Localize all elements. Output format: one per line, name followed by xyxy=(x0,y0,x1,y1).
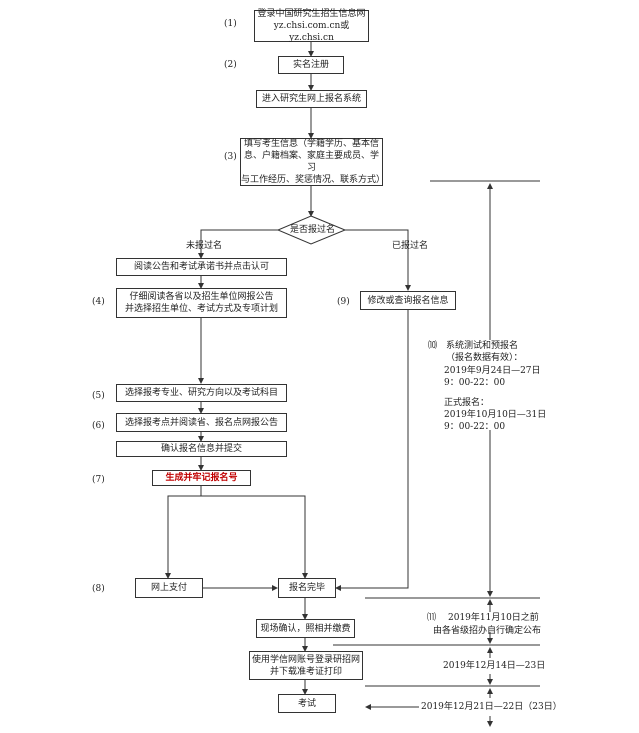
timeline-10-time1: 9：00-22：00 xyxy=(444,378,506,388)
login-box: 登录中国研究生招生信息网 yz.chsi.com.cn或yz.chsi.cn xyxy=(254,9,369,43)
step-number-5: (5) xyxy=(92,391,105,401)
select-unit-line-1: 仔细阅读各省以及招生单位网报公告 xyxy=(129,292,274,302)
read-notice-box: 阅读公告和考试承诺书并点击认可 xyxy=(116,258,287,276)
select-exam-site-box: 选择报考点并阅读省、报名点网报公告 xyxy=(116,413,287,432)
decision-label: 是否报过名 xyxy=(290,225,336,235)
generate-number-box: 生成并牢记报名号 xyxy=(152,470,251,486)
timeline-11-line2: 由各省级招办自行确定公布 xyxy=(433,626,542,636)
step-number-8: (8) xyxy=(92,584,105,594)
fill-info-line-2: 息、户籍档案、家庭主要成员、学习 xyxy=(243,151,379,173)
print-line-1: 使用学信网账号登录研招网 xyxy=(251,654,360,665)
confirm-submit-box: 确认报名信息并提交 xyxy=(116,441,287,457)
timeline-10-date1: 2019年9月24日—27日 xyxy=(444,366,541,376)
branch-not-registered: 未报过名 xyxy=(186,241,223,251)
registration-done-box: 报名完毕 xyxy=(278,578,336,598)
branch-registered: 已报过名 xyxy=(392,241,429,251)
fill-info-box: 填写考生信息（学籍学历、基本信息、户籍档案、家庭主要成员、学习与工作经历、奖惩情… xyxy=(240,138,386,186)
step-number-6: (6) xyxy=(92,421,105,431)
print-ticket-box: 使用学信网账号登录研招网并下载准考证打印 xyxy=(249,651,363,680)
step-number-3: (3) xyxy=(224,152,237,162)
onsite-confirm-box: 现场确认，照相并缴费 xyxy=(256,619,355,638)
step-number-4: (4) xyxy=(92,297,105,307)
timeline-10-title2: 正式报名： xyxy=(444,398,490,408)
print-line-2: 并下载准考证打印 xyxy=(269,666,342,677)
timeline-11-line1: 2019年11月10日之前 xyxy=(448,613,539,623)
select-major-box: 选择报考专业、研究方向以及考试科目 xyxy=(116,384,287,402)
modify-query-box: 修改或查询报名信息 xyxy=(360,291,456,310)
fill-info-line-3: 与工作经历、奖惩情况、联系方式） xyxy=(241,175,386,185)
decision-diamond xyxy=(276,215,347,245)
timeline-10-number: ⑽ xyxy=(428,341,438,351)
timeline-10-time2: 9：00-22：00 xyxy=(444,422,506,432)
timeline-13-date: 2019年12月21日—22日（23日） xyxy=(419,702,564,713)
step-number-2: (2) xyxy=(224,60,237,70)
timeline-11-number: ⑾ xyxy=(427,613,437,623)
timeline-10-note: （报名数据有效）： xyxy=(446,353,523,363)
select-unit-line-2: 并选择招生单位、考试方式及专项计划 xyxy=(124,304,278,314)
login-line-2: yz.chsi.com.cn或yz.chsi.cn xyxy=(273,21,350,43)
login-line-1: 登录中国研究生招生信息网 xyxy=(257,9,366,19)
step-number-9: (9) xyxy=(337,297,350,307)
online-payment-box: 网上支付 xyxy=(135,578,203,598)
register-box: 实名注册 xyxy=(278,56,344,74)
exam-box: 考试 xyxy=(278,694,336,713)
step-number-1: (1) xyxy=(224,19,237,29)
timeline-10-date2: 2019年10月10日—31日 xyxy=(444,410,547,420)
timeline-10-title: 系统测试和预报名 xyxy=(446,341,519,351)
fill-info-line-1: 填写考生信息（学籍学历、基本信 xyxy=(243,139,379,149)
timeline-12-date: 2019年12月14日—23日 xyxy=(443,661,546,671)
select-unit-box: 仔细阅读各省以及招生单位网报公告并选择招生单位、考试方式及专项计划 xyxy=(116,288,287,318)
step-number-7: (7) xyxy=(92,475,105,485)
enter-system-box: 进入研究生网上报名系统 xyxy=(256,90,367,108)
